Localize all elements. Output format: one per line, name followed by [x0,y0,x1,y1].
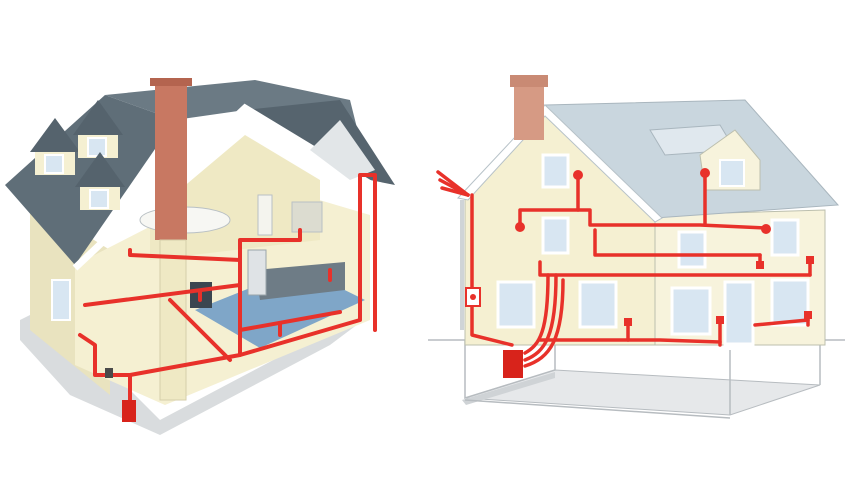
cutaway-sink [257,194,273,236]
cutaway-cabinet [291,201,323,233]
basement-outline [464,340,556,400]
cutaway-meter [105,368,113,378]
cutaway-panel-box [122,400,136,422]
cutaway-chimney-lower [159,239,187,401]
cutaway-chimney-cap [150,78,192,86]
wiring-gable-trim [457,104,663,223]
cutaway-kitchen-counter [255,262,345,300]
cutaway-fridge [247,249,267,296]
wiring-fixtures [515,168,814,326]
cutaway-foundation [20,300,370,435]
cutaway-chimney [155,80,187,240]
wiring-windows [496,153,810,336]
wiring-chimney-cap [510,75,548,87]
cutaway-attic [310,120,375,180]
wiring-panel-box [503,350,523,378]
wiring-chimney [514,85,544,140]
wiring-house [428,75,845,419]
wiring-lines [436,170,812,368]
cutaway-house [5,78,395,435]
cutaway-dormers [30,100,125,210]
wiring-front-door [723,280,755,346]
cutaway-side-window [51,279,71,321]
cutaway-wiring [78,173,377,412]
